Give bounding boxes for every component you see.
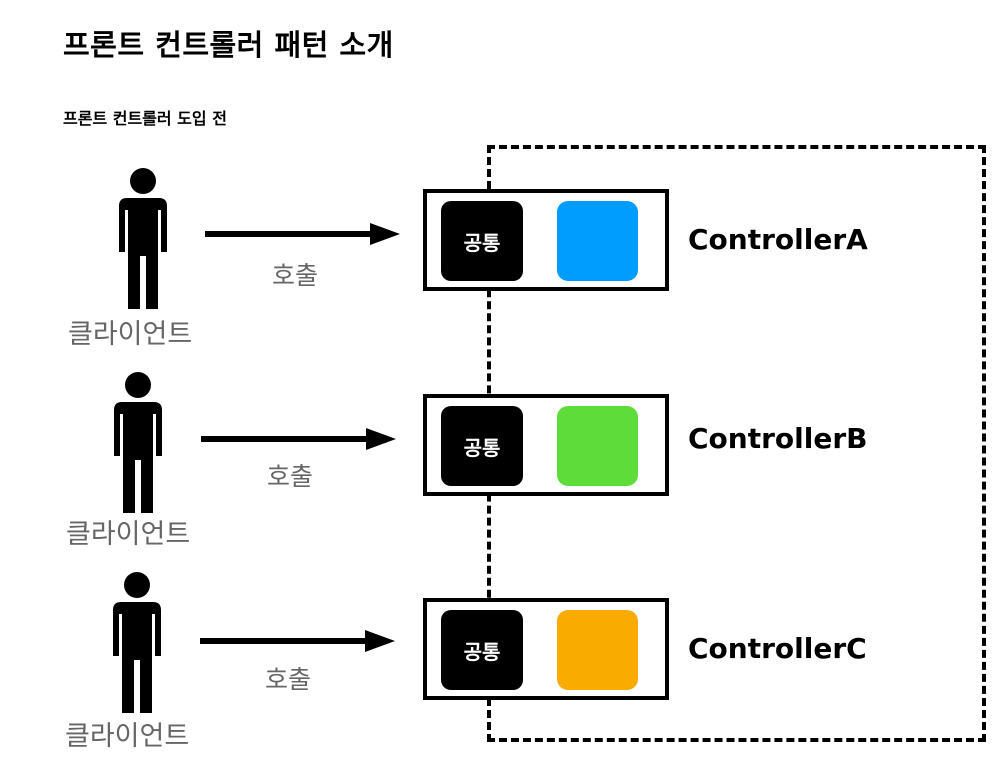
client-row-b: 클라이언트 호출 공통 ControllerB <box>0 372 1004 572</box>
controller-label: ControllerB <box>688 422 868 455</box>
controller-logic-block <box>557 610 638 690</box>
arrow-right-icon <box>200 630 395 652</box>
arrow-right-icon <box>201 428 396 450</box>
person-icon <box>113 572 161 713</box>
call-label: 호출 <box>272 261 319 290</box>
person-icon <box>114 372 162 513</box>
controller-box: 공통 <box>423 189 669 291</box>
client-label: 클라이언트 <box>65 721 190 752</box>
client-row-c: 클라이언트 호출 공통 ControllerC <box>0 572 1004 772</box>
controller-label: ControllerC <box>688 632 867 665</box>
call-label: 호출 <box>267 462 314 491</box>
controller-logic-block <box>557 201 638 281</box>
client-label: 클라이언트 <box>66 519 191 550</box>
client-label: 클라이언트 <box>68 319 193 350</box>
controller-box: 공통 <box>423 598 669 700</box>
client-row-a: 클라이언트 호출 공통 ControllerA <box>0 168 1004 368</box>
arrow-right-icon <box>205 223 400 245</box>
controller-label: ControllerA <box>688 223 868 256</box>
page-title: 프론트 컨트롤러 패턴 소개 <box>63 28 394 62</box>
person-icon <box>119 168 167 309</box>
common-logic-block: 공통 <box>441 201 523 281</box>
controller-box: 공통 <box>423 394 669 496</box>
controller-logic-block <box>557 406 638 486</box>
common-logic-block: 공통 <box>441 610 523 690</box>
section-subtitle: 프론트 컨트롤러 도입 전 <box>63 109 227 128</box>
call-label: 호출 <box>265 665 312 694</box>
common-logic-block: 공통 <box>441 406 523 486</box>
